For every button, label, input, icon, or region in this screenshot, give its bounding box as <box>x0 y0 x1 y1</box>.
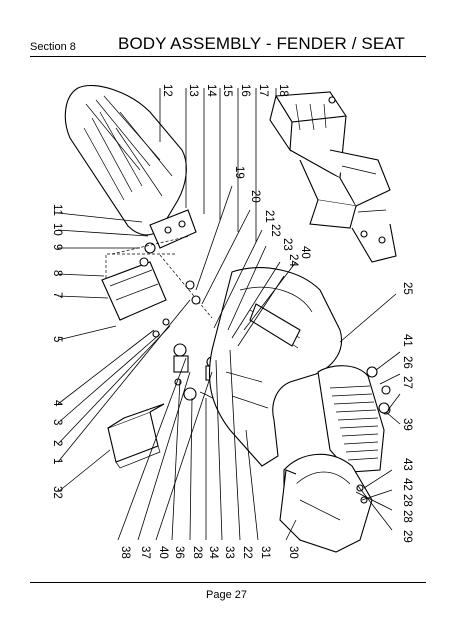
callout: 32 <box>51 486 63 499</box>
callout: 41 <box>401 334 413 347</box>
callout: 23 <box>281 238 293 251</box>
footer-rule <box>30 582 426 583</box>
deck-plate <box>317 365 391 473</box>
callout: 36 <box>173 546 185 559</box>
header-rule <box>30 56 426 57</box>
leader-lines <box>57 88 401 541</box>
callout: 29 <box>401 530 413 543</box>
callout: 1 <box>51 458 63 464</box>
callout: 26 <box>401 356 413 369</box>
callout: 15 <box>221 84 233 97</box>
callouts-diagonal: 19 20 21 22 23 24 40 <box>233 166 311 267</box>
storage-tray <box>107 403 165 469</box>
callout: 42 <box>401 478 413 491</box>
callout: 19 <box>233 166 245 179</box>
callout: 40 <box>157 546 169 559</box>
callout: 34 <box>207 546 219 559</box>
callout: 27 <box>401 376 413 389</box>
callout: 7 <box>51 292 63 298</box>
callout: 5 <box>51 336 63 342</box>
callout: 25 <box>401 282 413 295</box>
callout: 30 <box>287 546 299 559</box>
fender <box>208 267 342 467</box>
page-title: BODY ASSEMBLY - FENDER / SEAT <box>118 34 405 53</box>
seat-bracket <box>101 209 213 321</box>
callout: 28 <box>401 494 413 507</box>
callout: 28 <box>401 510 413 523</box>
callout: 16 <box>239 84 251 97</box>
callout: 4 <box>51 400 63 407</box>
callout: 22 <box>269 224 281 237</box>
callout: 31 <box>259 546 271 559</box>
callout: 24 <box>287 254 299 267</box>
page-number: Page 27 <box>206 589 247 601</box>
callout: 12 <box>161 84 173 97</box>
callout: 40 <box>299 246 311 259</box>
callout: 17 <box>257 84 269 97</box>
callout: 20 <box>249 190 261 203</box>
callout: 28 <box>191 546 203 559</box>
callout: 37 <box>139 546 151 559</box>
callout: 3 <box>51 419 63 425</box>
callout: 21 <box>263 210 275 223</box>
callout: 11 <box>51 204 63 216</box>
callout: 13 <box>187 84 199 97</box>
callouts-right: 25 41 26 27 39 43 42 28 29 28 <box>401 282 413 543</box>
frame <box>269 91 397 263</box>
washer-41 <box>366 366 378 378</box>
callouts-top: 12 13 14 15 16 17 18 <box>161 84 289 97</box>
callout: 22 <box>241 546 253 559</box>
callout: 33 <box>223 546 235 559</box>
callout: 9 <box>51 244 63 250</box>
callout: 18 <box>277 84 289 97</box>
callout: 2 <box>51 440 63 446</box>
callout: 14 <box>205 84 217 97</box>
callouts-bottom: 38 37 40 36 28 34 33 22 31 30 <box>119 546 299 559</box>
callouts-left: 11 10 9 8 7 5 4 3 2 1 32 <box>51 204 63 499</box>
callout: 8 <box>51 270 63 276</box>
callout: 10 <box>51 223 63 236</box>
washer-39 <box>378 402 390 414</box>
callout: 38 <box>119 546 131 559</box>
section-label: Section 8 <box>30 41 76 53</box>
callout: 43 <box>401 458 413 471</box>
callout: 39 <box>401 418 413 431</box>
seat <box>64 84 187 236</box>
